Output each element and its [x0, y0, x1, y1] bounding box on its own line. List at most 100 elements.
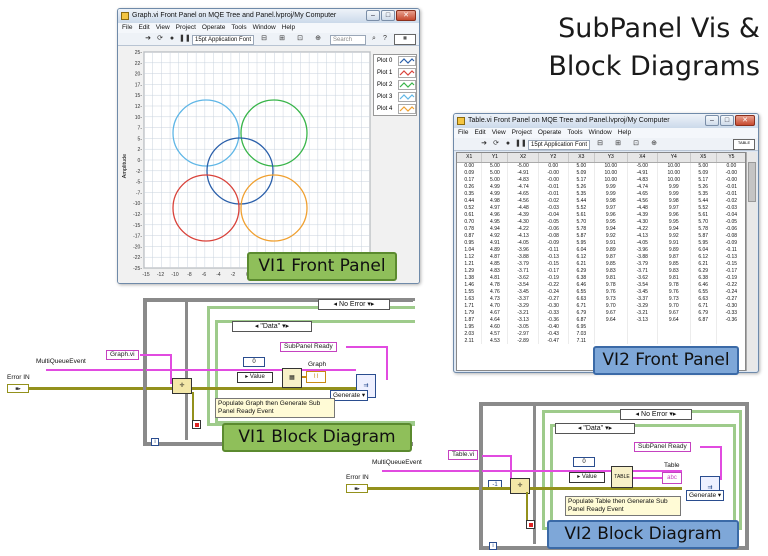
help-icon[interactable]: ?: [383, 35, 387, 42]
legend-item[interactable]: Plot 4: [374, 103, 416, 115]
menu-item-edit[interactable]: Edit: [138, 24, 150, 31]
value-property-node[interactable]: ▸ Value: [237, 372, 273, 383]
unbundle-node[interactable]: ✛: [510, 478, 530, 494]
table-window-titlebar[interactable]: Table.vi Front Panel on MQE Tree and Pan…: [454, 114, 758, 128]
value-property-node[interactable]: ▸ Value: [569, 472, 605, 483]
menu-item-project[interactable]: Project: [511, 129, 532, 136]
column-header[interactable]: X2: [507, 153, 539, 163]
table-scrollbar[interactable]: [746, 152, 757, 371]
stop-terminal[interactable]: [192, 420, 201, 429]
maximize-button[interactable]: □: [720, 115, 734, 126]
minimize-button[interactable]: –: [705, 115, 719, 126]
column-header[interactable]: Y1: [481, 153, 509, 163]
column-header[interactable]: X1: [457, 153, 483, 163]
font-select[interactable]: 15pt Application Font: [528, 139, 590, 150]
error-in-terminal[interactable]: ■▸: [7, 384, 29, 393]
graph-window[interactable]: Graph.vi Front Panel on MQE Tree and Pan…: [117, 8, 420, 284]
minimize-button[interactable]: –: [366, 10, 380, 21]
column-header[interactable]: Y4: [657, 153, 691, 163]
column-header[interactable]: Y2: [538, 153, 569, 163]
error-in-terminal[interactable]: ■▸: [346, 484, 368, 493]
to-table-subvi-icon[interactable]: TABLE: [611, 466, 633, 488]
legend-item[interactable]: Plot 1: [374, 67, 416, 79]
menu-item-help[interactable]: Help: [617, 129, 632, 136]
graph-terminal[interactable]: ⌇⌇: [306, 371, 326, 383]
menu-item-tools[interactable]: Tools: [567, 129, 583, 136]
distribute-icon[interactable]: ⊞: [615, 140, 621, 147]
graph-window-titlebar[interactable]: Graph.vi Front Panel on MQE Tree and Pan…: [118, 9, 419, 23]
subpanel-ready-constant[interactable]: SubPanel Ready: [634, 442, 691, 452]
case-selector-no-error[interactable]: ◂ No Error ▾▸: [318, 299, 390, 310]
case-selector-no-error[interactable]: ◂ No Error ▾▸: [620, 409, 692, 420]
menu-item-operate[interactable]: Operate: [201, 24, 226, 31]
xy-graph[interactable]: 25-22-20-17-15-12-10-7-5-2-0--2--5--7--1…: [118, 46, 419, 283]
menu-item-help[interactable]: Help: [281, 24, 296, 31]
maximize-button[interactable]: □: [381, 10, 395, 21]
menu-item-file[interactable]: File: [122, 24, 133, 31]
column-header[interactable]: Y3: [594, 153, 628, 163]
close-button[interactable]: ✕: [735, 115, 755, 126]
generate-graph-subvi-icon[interactable]: ▦: [282, 368, 302, 388]
case-selector-data[interactable]: ◂ "Data" ▾▸: [555, 423, 635, 434]
menu-item-tools[interactable]: Tools: [231, 24, 247, 31]
vi-name-constant[interactable]: Table.vi: [448, 450, 479, 460]
distribute-icon[interactable]: ⊞: [279, 35, 285, 42]
column-header[interactable]: Y5: [716, 153, 745, 163]
zero-constant[interactable]: 0: [573, 457, 595, 467]
close-button[interactable]: ✕: [396, 10, 416, 21]
abort-icon[interactable]: ●: [169, 35, 175, 42]
table-window[interactable]: Table.vi Front Panel on MQE Tree and Pan…: [453, 113, 759, 373]
menu-item-view[interactable]: View: [155, 24, 170, 31]
menu-item-file[interactable]: File: [458, 129, 469, 136]
align-icon[interactable]: ⊟: [597, 140, 603, 147]
stop-terminal[interactable]: [526, 520, 535, 529]
align-icon[interactable]: ⊟: [261, 35, 267, 42]
pause-icon[interactable]: ❚❚: [179, 35, 191, 42]
menu-item-operate[interactable]: Operate: [537, 129, 562, 136]
reorder-icon[interactable]: ⊕: [315, 35, 321, 42]
case-selector-data[interactable]: ◂ "Data" ▾▸: [232, 321, 312, 332]
menu-item-window[interactable]: Window: [588, 129, 612, 136]
legend-item[interactable]: Plot 2: [374, 79, 416, 91]
search-input[interactable]: Search: [330, 34, 366, 45]
resize-icon[interactable]: ⊡: [633, 140, 639, 147]
menu-item-view[interactable]: View: [491, 129, 506, 136]
vi-name-constant[interactable]: Graph.vi: [106, 350, 139, 360]
unbundle-node[interactable]: ✛: [172, 378, 192, 394]
legend-item[interactable]: Plot 0: [374, 55, 416, 67]
reorder-icon[interactable]: ⊕: [651, 140, 657, 147]
run-continuous-icon[interactable]: ⟳: [157, 35, 163, 42]
menu-item-project[interactable]: Project: [175, 24, 196, 31]
scrollbar-thumb[interactable]: [748, 162, 756, 202]
column-header[interactable]: X4: [627, 153, 658, 163]
table-terminal[interactable]: abc: [662, 472, 682, 484]
run-arrow-icon[interactable]: ➜: [481, 140, 487, 147]
resize-icon[interactable]: ⊡: [297, 35, 303, 42]
run-arrow-icon[interactable]: ➜: [145, 35, 151, 42]
run-continuous-icon[interactable]: ⟳: [493, 140, 499, 147]
column-header[interactable]: X5: [690, 153, 717, 163]
